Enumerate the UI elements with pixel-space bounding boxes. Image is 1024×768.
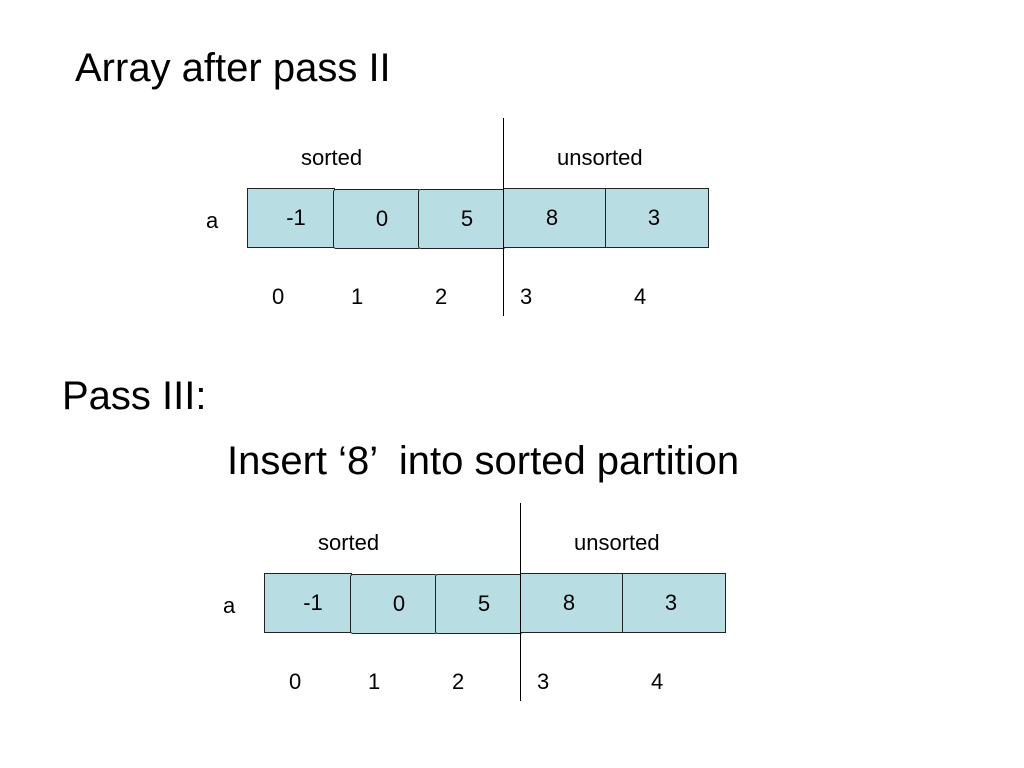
array-cell-value: 8 — [545, 205, 559, 230]
array-diagram-pass-3: sorted unsorted a -1 0 5 8 3 0 1 2 3 4 — [212, 503, 732, 703]
unsorted-partition-label: unsorted — [557, 145, 643, 170]
array-cell-4: 3 — [605, 188, 709, 248]
array-cell-4: 3 — [622, 573, 726, 633]
array-cell-2: 5 — [435, 574, 523, 634]
array-cells: -1 0 5 8 3 — [247, 188, 709, 249]
array-index-2: 2 — [452, 669, 465, 694]
array-cell-value: 8 — [562, 590, 576, 615]
array-cell-value: 0 — [392, 591, 406, 616]
array-cell-1: 0 — [350, 574, 438, 634]
array-cell-0: -1 — [264, 573, 352, 633]
sorted-partition-label: sorted — [301, 145, 363, 170]
array-cell-value: 0 — [375, 206, 389, 231]
slide-title: Array after pass II — [75, 46, 391, 90]
array-index-1: 1 — [368, 669, 381, 694]
array-index-4: 4 — [651, 669, 664, 694]
pass-heading: Pass III: — [62, 374, 207, 418]
array-cells: -1 0 5 8 3 — [264, 573, 726, 634]
array-cell-value: 3 — [647, 205, 661, 230]
array-index-3: 3 — [537, 669, 550, 694]
array-name-label: a — [223, 593, 236, 618]
array-index-3: 3 — [520, 284, 533, 309]
array-index-0: 0 — [289, 669, 302, 694]
partition-divider-line — [503, 118, 504, 316]
array-cell-value: 5 — [460, 206, 474, 231]
array-cell-2: 5 — [418, 189, 506, 249]
array-index-1: 1 — [351, 284, 364, 309]
array-cell-0: -1 — [247, 188, 335, 248]
array-cell-value: -1 — [303, 590, 323, 615]
pass-instruction: Insert ‘8’ into sorted partition — [227, 439, 740, 483]
array-cell-value: 3 — [664, 590, 678, 615]
array-index-0: 0 — [272, 284, 285, 309]
unsorted-partition-label: unsorted — [574, 530, 660, 555]
sorted-partition-label: sorted — [318, 530, 380, 555]
array-index-2: 2 — [435, 284, 448, 309]
array-cell-value: -1 — [286, 205, 306, 230]
partition-divider-line — [520, 503, 521, 701]
array-index-4: 4 — [634, 284, 647, 309]
array-cell-value: 5 — [477, 591, 491, 616]
array-diagram-after-pass-2: sorted unsorted a -1 0 5 8 3 0 1 2 3 4 — [195, 118, 715, 318]
array-cell-3: 8 — [503, 188, 607, 248]
array-cell-1: 0 — [333, 189, 421, 249]
array-name-label: a — [206, 208, 219, 233]
array-cell-3: 8 — [520, 573, 624, 633]
